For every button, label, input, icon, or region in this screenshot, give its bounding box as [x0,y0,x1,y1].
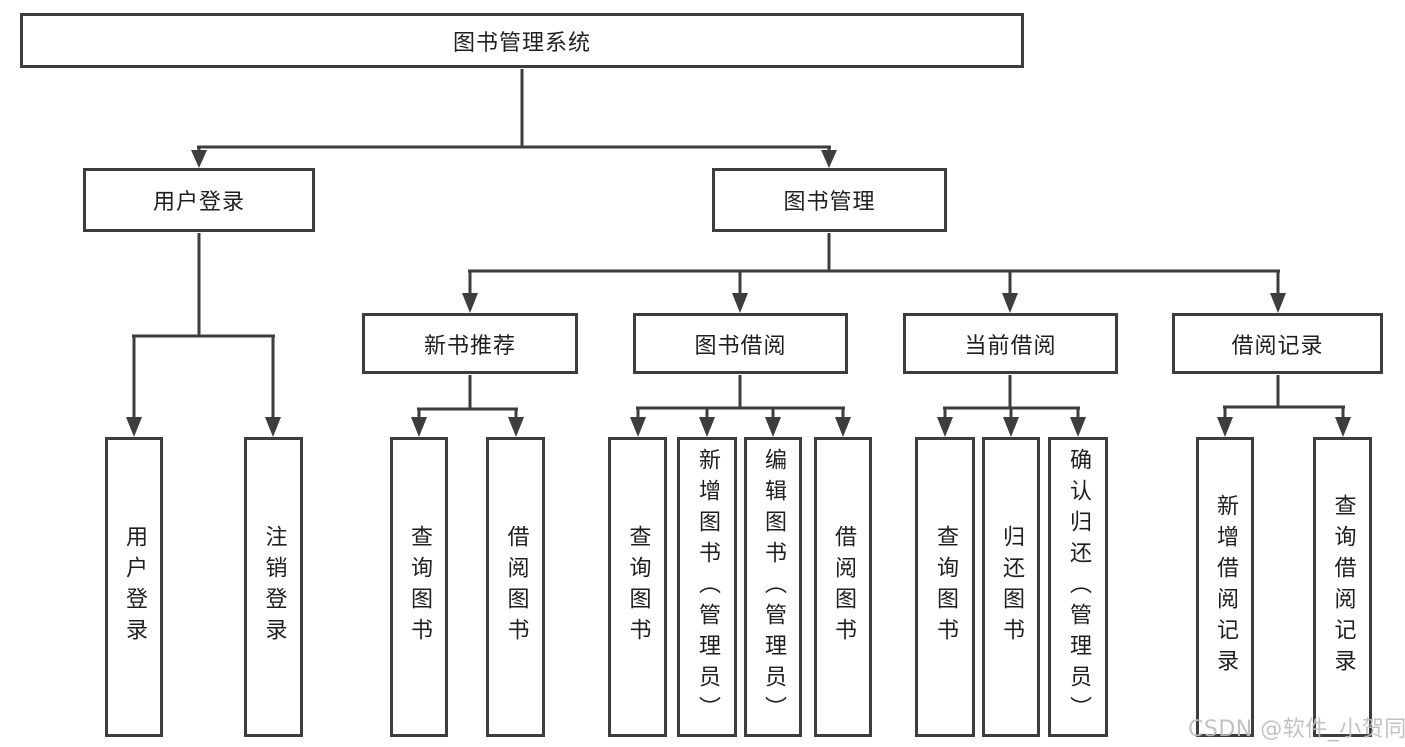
leaf-borrowing-add-books-admin-label: 新增图书（管理员） [695,447,720,727]
leaf-logout-label: 注销登录 [261,525,287,649]
leaf-newbook-query-books: 查询图书 [390,437,448,737]
arrowhead-user-login-split [126,417,281,437]
leaf-borrowing-edit-books-admin-label: 编辑图书（管理员） [761,447,786,727]
leaf-current-return-books-label: 归还图书 [999,525,1024,649]
node-book-borrowing-label: 图书借阅 [694,333,787,359]
leaf-current-return-books: 归还图书 [982,437,1040,737]
connector-current-borrowing-split [943,375,1080,420]
connector-root-split [197,69,831,154]
leaf-current-confirm-return-admin-label: 确认归还（管理员） [1066,447,1091,727]
leaf-borrowing-query-books-label: 查询图书 [625,525,651,649]
leaf-current-confirm-return-admin: 确认归还（管理员） [1048,437,1108,737]
arrowhead-new-book-split [411,417,524,437]
leaf-borrowing-borrow-books-label: 借阅图书 [831,525,856,649]
leaf-user-login: 用户登录 [105,437,163,737]
leaf-current-query-books: 查询图书 [915,437,975,737]
connector-book-management-split [468,233,1280,298]
node-user-login: 用户登录 [83,168,315,232]
node-new-book-recommend-label: 新书推荐 [423,333,516,359]
leaf-borrowing-edit-books-admin: 编辑图书（管理员） [744,437,802,737]
node-book-borrowing: 图书借阅 [633,313,848,374]
leaf-current-query-books-label: 查询图书 [933,525,958,649]
node-borrowing-records: 借阅记录 [1172,313,1383,374]
node-current-borrowing-label: 当前借阅 [964,333,1057,359]
connector-book-borrowing-split [636,375,845,420]
arrowhead-book-borrowing-split [630,417,851,437]
node-root-system: 图书管理系统 [20,13,1024,68]
leaf-newbook-borrow-books-label: 借阅图书 [503,525,529,649]
csdn-watermark: CSDN @软件_小贺同学 [1188,717,1405,742]
node-current-borrowing: 当前借阅 [903,313,1118,374]
connector-user-login-split [132,233,275,420]
leaf-records-query-record-label: 查询借阅记录 [1330,494,1356,680]
connector-new-book-split [417,375,518,420]
leaf-records-query-record: 查询借阅记录 [1313,437,1372,737]
leaf-newbook-borrow-books: 借阅图书 [486,437,545,737]
leaf-logout: 注销登录 [244,437,303,737]
node-borrowing-records-label: 借阅记录 [1231,333,1324,359]
node-new-book-recommend: 新书推荐 [362,313,578,374]
leaf-records-add-record: 新增借阅记录 [1196,437,1254,737]
leaf-borrowing-borrow-books: 借阅图书 [814,437,872,737]
leaf-borrowing-query-books: 查询图书 [608,437,667,737]
node-root-system-label: 图书管理系统 [452,30,591,56]
connector-borrowing-records-split [1223,375,1345,420]
arrowhead-current-borrowing-split [937,417,1086,437]
leaf-newbook-query-books-label: 查询图书 [407,525,432,649]
node-user-login-label: 用户登录 [152,190,245,215]
arrowhead-book-management-split [462,293,1286,313]
leaf-records-add-record-label: 新增借阅记录 [1213,494,1238,680]
arrowhead-borrowing-records-split [1217,417,1351,437]
arrowhead-root-split [191,150,837,168]
node-book-management: 图书管理 [712,168,947,232]
leaf-user-login-label: 用户登录 [122,525,147,649]
node-book-management-label: 图书管理 [783,190,876,215]
leaf-borrowing-add-books-admin: 新增图书（管理员） [677,437,737,737]
